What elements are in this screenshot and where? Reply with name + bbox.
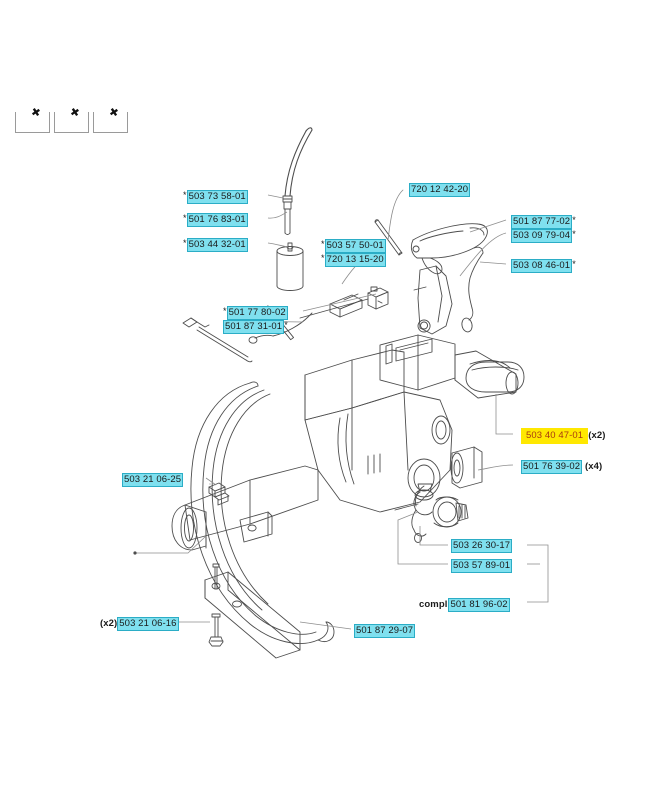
checkbox-strip: ✖ ✖ ✖ bbox=[15, 106, 128, 133]
label-suffix: * bbox=[284, 320, 288, 330]
part-number: 503 44 32-01 bbox=[186, 238, 248, 252]
part-label-503-21-06-25[interactable]: 503 21 06-25 bbox=[122, 473, 184, 487]
part-label-503-09-79-04[interactable]: 503 09 79-04* bbox=[511, 229, 576, 243]
asterisk-marker bbox=[133, 551, 137, 555]
part-label-503-57-50-01[interactable]: *503 57 50-01 bbox=[321, 239, 386, 253]
part-label-501-87-77-02[interactable]: 501 87 77-02* bbox=[511, 215, 576, 229]
part-number: 503 09 79-04 bbox=[511, 229, 573, 243]
part-number: 720 13 15-20 bbox=[324, 253, 386, 267]
part-number: 720 12 42-20 bbox=[409, 183, 471, 197]
quantity-suffix: (x2) bbox=[588, 430, 606, 441]
part-number: 501 76 39-02 bbox=[521, 460, 583, 474]
part-number: 503 21 06-16 bbox=[117, 617, 179, 631]
part-number: 503 08 46-01 bbox=[511, 259, 573, 273]
quantity-prefix: (x2) bbox=[100, 618, 118, 629]
part-label-503-08-46-01[interactable]: 503 08 46-01* bbox=[511, 259, 576, 273]
part-number: 503 57 89-01 bbox=[451, 559, 513, 573]
label-suffix: * bbox=[572, 259, 576, 269]
part-number: 501 87 77-02 bbox=[511, 215, 573, 229]
part-number: 503 57 50-01 bbox=[324, 239, 386, 253]
part-number: 503 73 58-01 bbox=[186, 190, 248, 204]
label-prefix: * bbox=[183, 213, 187, 223]
part-label-720-12-42-20[interactable]: 720 12 42-20 bbox=[409, 183, 471, 197]
part-number: 501 87 31-01 bbox=[223, 320, 285, 334]
part-label-501-87-31-01[interactable]: 501 87 31-01* bbox=[223, 320, 288, 334]
part-label-503-73-58-01[interactable]: *503 73 58-01 bbox=[183, 190, 248, 204]
part-number: 501 81 96-02 bbox=[448, 598, 510, 612]
part-label-501-87-29-07[interactable]: 501 87 29-07 bbox=[354, 624, 416, 638]
label-suffix: * bbox=[572, 215, 576, 225]
checkbox-3[interactable]: ✖ bbox=[93, 106, 128, 133]
part-number: 501 87 29-07 bbox=[354, 624, 416, 638]
part-label-501-76-83-01[interactable]: *501 76 83-01 bbox=[183, 213, 248, 227]
part-label-501-77-80-02[interactable]: *501 77 80-02 bbox=[223, 306, 288, 320]
quantity-suffix: (x4) bbox=[584, 461, 603, 472]
label-prefix: * bbox=[321, 239, 325, 249]
part-label-503-40-47-01-selected[interactable]: 503 40 47-01(x2) bbox=[521, 428, 606, 444]
part-label-503-26-30-17[interactable]: 503 26 30-17 bbox=[451, 539, 513, 553]
part-number: 501 77 80-02 bbox=[226, 306, 288, 320]
part-number: 503 21 06-25 bbox=[122, 473, 184, 487]
part-number: 503 26 30-17 bbox=[451, 539, 513, 553]
label-prefix: * bbox=[223, 306, 227, 316]
part-label-720-13-15-20[interactable]: *720 13 15-20 bbox=[321, 253, 386, 267]
part-label-503-44-32-01[interactable]: *503 44 32-01 bbox=[183, 238, 248, 252]
part-label-503-21-06-16[interactable]: (x2)503 21 06-16 bbox=[100, 617, 179, 631]
part-number: 501 76 83-01 bbox=[186, 213, 248, 227]
checkbox-2[interactable]: ✖ bbox=[54, 106, 89, 133]
part-label-503-57-89-01[interactable]: 503 57 89-01 bbox=[451, 559, 513, 573]
part-label-501-76-39-02[interactable]: 501 76 39-02 (x4) bbox=[521, 460, 602, 474]
label-prefix: * bbox=[183, 190, 187, 200]
checkbox-1[interactable]: ✖ bbox=[15, 106, 50, 133]
label-prefix: * bbox=[183, 238, 187, 248]
label-prefix: * bbox=[321, 253, 325, 263]
label-suffix: * bbox=[572, 229, 576, 239]
compl-prefix-label: compl bbox=[419, 599, 448, 610]
part-number: 503 40 47-01 bbox=[521, 428, 589, 444]
